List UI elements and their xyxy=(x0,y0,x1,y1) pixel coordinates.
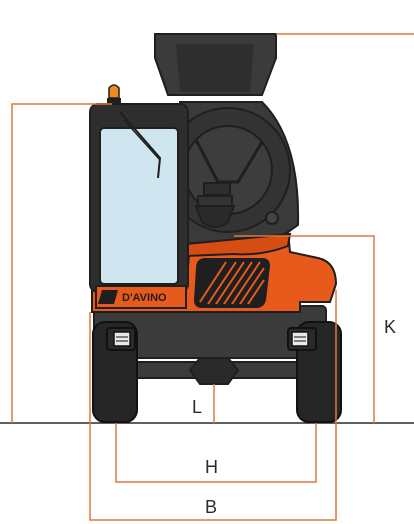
mixer-drum xyxy=(165,101,300,247)
dim-line-I xyxy=(11,103,112,423)
hopper xyxy=(154,33,277,96)
dim-line-H xyxy=(115,423,317,483)
cab-window xyxy=(99,127,179,285)
discharge-chute xyxy=(194,205,236,228)
brand-logo-icon xyxy=(98,290,118,304)
wiper xyxy=(119,111,162,179)
right-tail-light xyxy=(287,327,317,351)
dim-line-K xyxy=(234,235,375,423)
left-tail-light xyxy=(106,327,136,351)
dimension-label-B: B xyxy=(205,497,218,517)
dim-line-B xyxy=(89,290,337,521)
brand-label: D'AVINO xyxy=(122,292,167,304)
axle-differential xyxy=(188,357,240,385)
dimension-lines xyxy=(11,33,414,521)
dimension-label-H: H xyxy=(205,457,218,477)
dimension-label-L: L xyxy=(192,397,203,417)
dimension-label-K: K xyxy=(384,317,397,337)
operator-cab: D'AVINO xyxy=(89,103,189,309)
beacon-light-icon xyxy=(107,84,121,104)
